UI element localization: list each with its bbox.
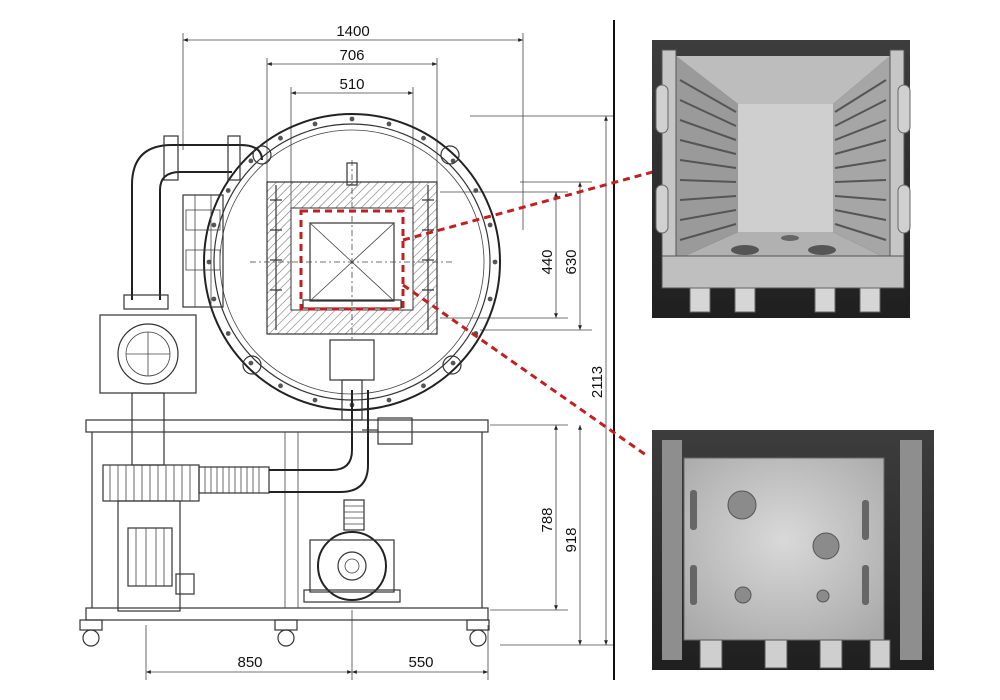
flange-bolt [211, 222, 217, 228]
dim-2113: 2113 [589, 366, 606, 398]
hot-zone [250, 160, 455, 340]
hot-zone-callout-box [299, 209, 405, 311]
dim-550: 550 [408, 654, 433, 671]
caster-right [466, 619, 490, 647]
lifting-lug [440, 145, 460, 165]
support-frame [79, 419, 490, 647]
dim-1400: 1400 [336, 23, 369, 40]
flange-bolt [248, 360, 254, 366]
lifting-lug [252, 145, 272, 165]
technical-drawing: 1400 706 510 440 630 2113 788 918 [79, 23, 615, 680]
right-dimensions: 440 630 2113 788 918 [440, 115, 615, 646]
flange-bolt [248, 158, 254, 164]
flange-bolt [349, 116, 355, 122]
flange-bolt [225, 331, 231, 336]
central-piping [329, 339, 413, 531]
flange-bolt [421, 383, 426, 389]
dim-440: 440 [539, 249, 556, 274]
photo-front-panel [652, 430, 934, 670]
dim-510: 510 [339, 76, 364, 93]
flange-bolt [211, 296, 217, 302]
dim-630: 630 [563, 249, 580, 274]
bellows-line [198, 390, 369, 494]
flange-bolt [487, 222, 493, 228]
left-piping [99, 135, 263, 466]
flange-bolt [450, 360, 456, 366]
flange-bolt [473, 188, 479, 193]
dim-918: 918 [563, 527, 580, 552]
rotary-pump [303, 531, 401, 603]
caster-left [79, 619, 103, 647]
lifting-lug [242, 355, 262, 375]
bottom-dimensions: 850 550 [145, 610, 489, 680]
flange-bolt [206, 259, 212, 265]
caster-middle [274, 619, 298, 647]
lifting-lug [442, 355, 462, 375]
flange-bolt [278, 135, 283, 141]
callout-line-bottom [402, 283, 647, 457]
flange-bolt [312, 397, 318, 403]
dim-850: 850 [237, 654, 262, 671]
flange-bolt [312, 121, 318, 127]
top-dimensions: 1400 706 510 [182, 23, 524, 230]
flange-bolt [278, 383, 283, 389]
flange-bolt [492, 259, 498, 265]
dim-706: 706 [339, 47, 364, 64]
flange-bolt [386, 397, 392, 403]
dim-788: 788 [539, 507, 556, 532]
flange-bolts [206, 116, 498, 408]
flange-bolt [487, 296, 493, 302]
booster-pump [102, 464, 200, 612]
flange-bolt [225, 188, 231, 193]
flange-bolt [421, 135, 426, 141]
flange-bolt [450, 158, 456, 164]
flange-bolt [386, 121, 392, 127]
photo-hot-zone-interior [652, 40, 911, 318]
callout-line-top [402, 168, 661, 242]
